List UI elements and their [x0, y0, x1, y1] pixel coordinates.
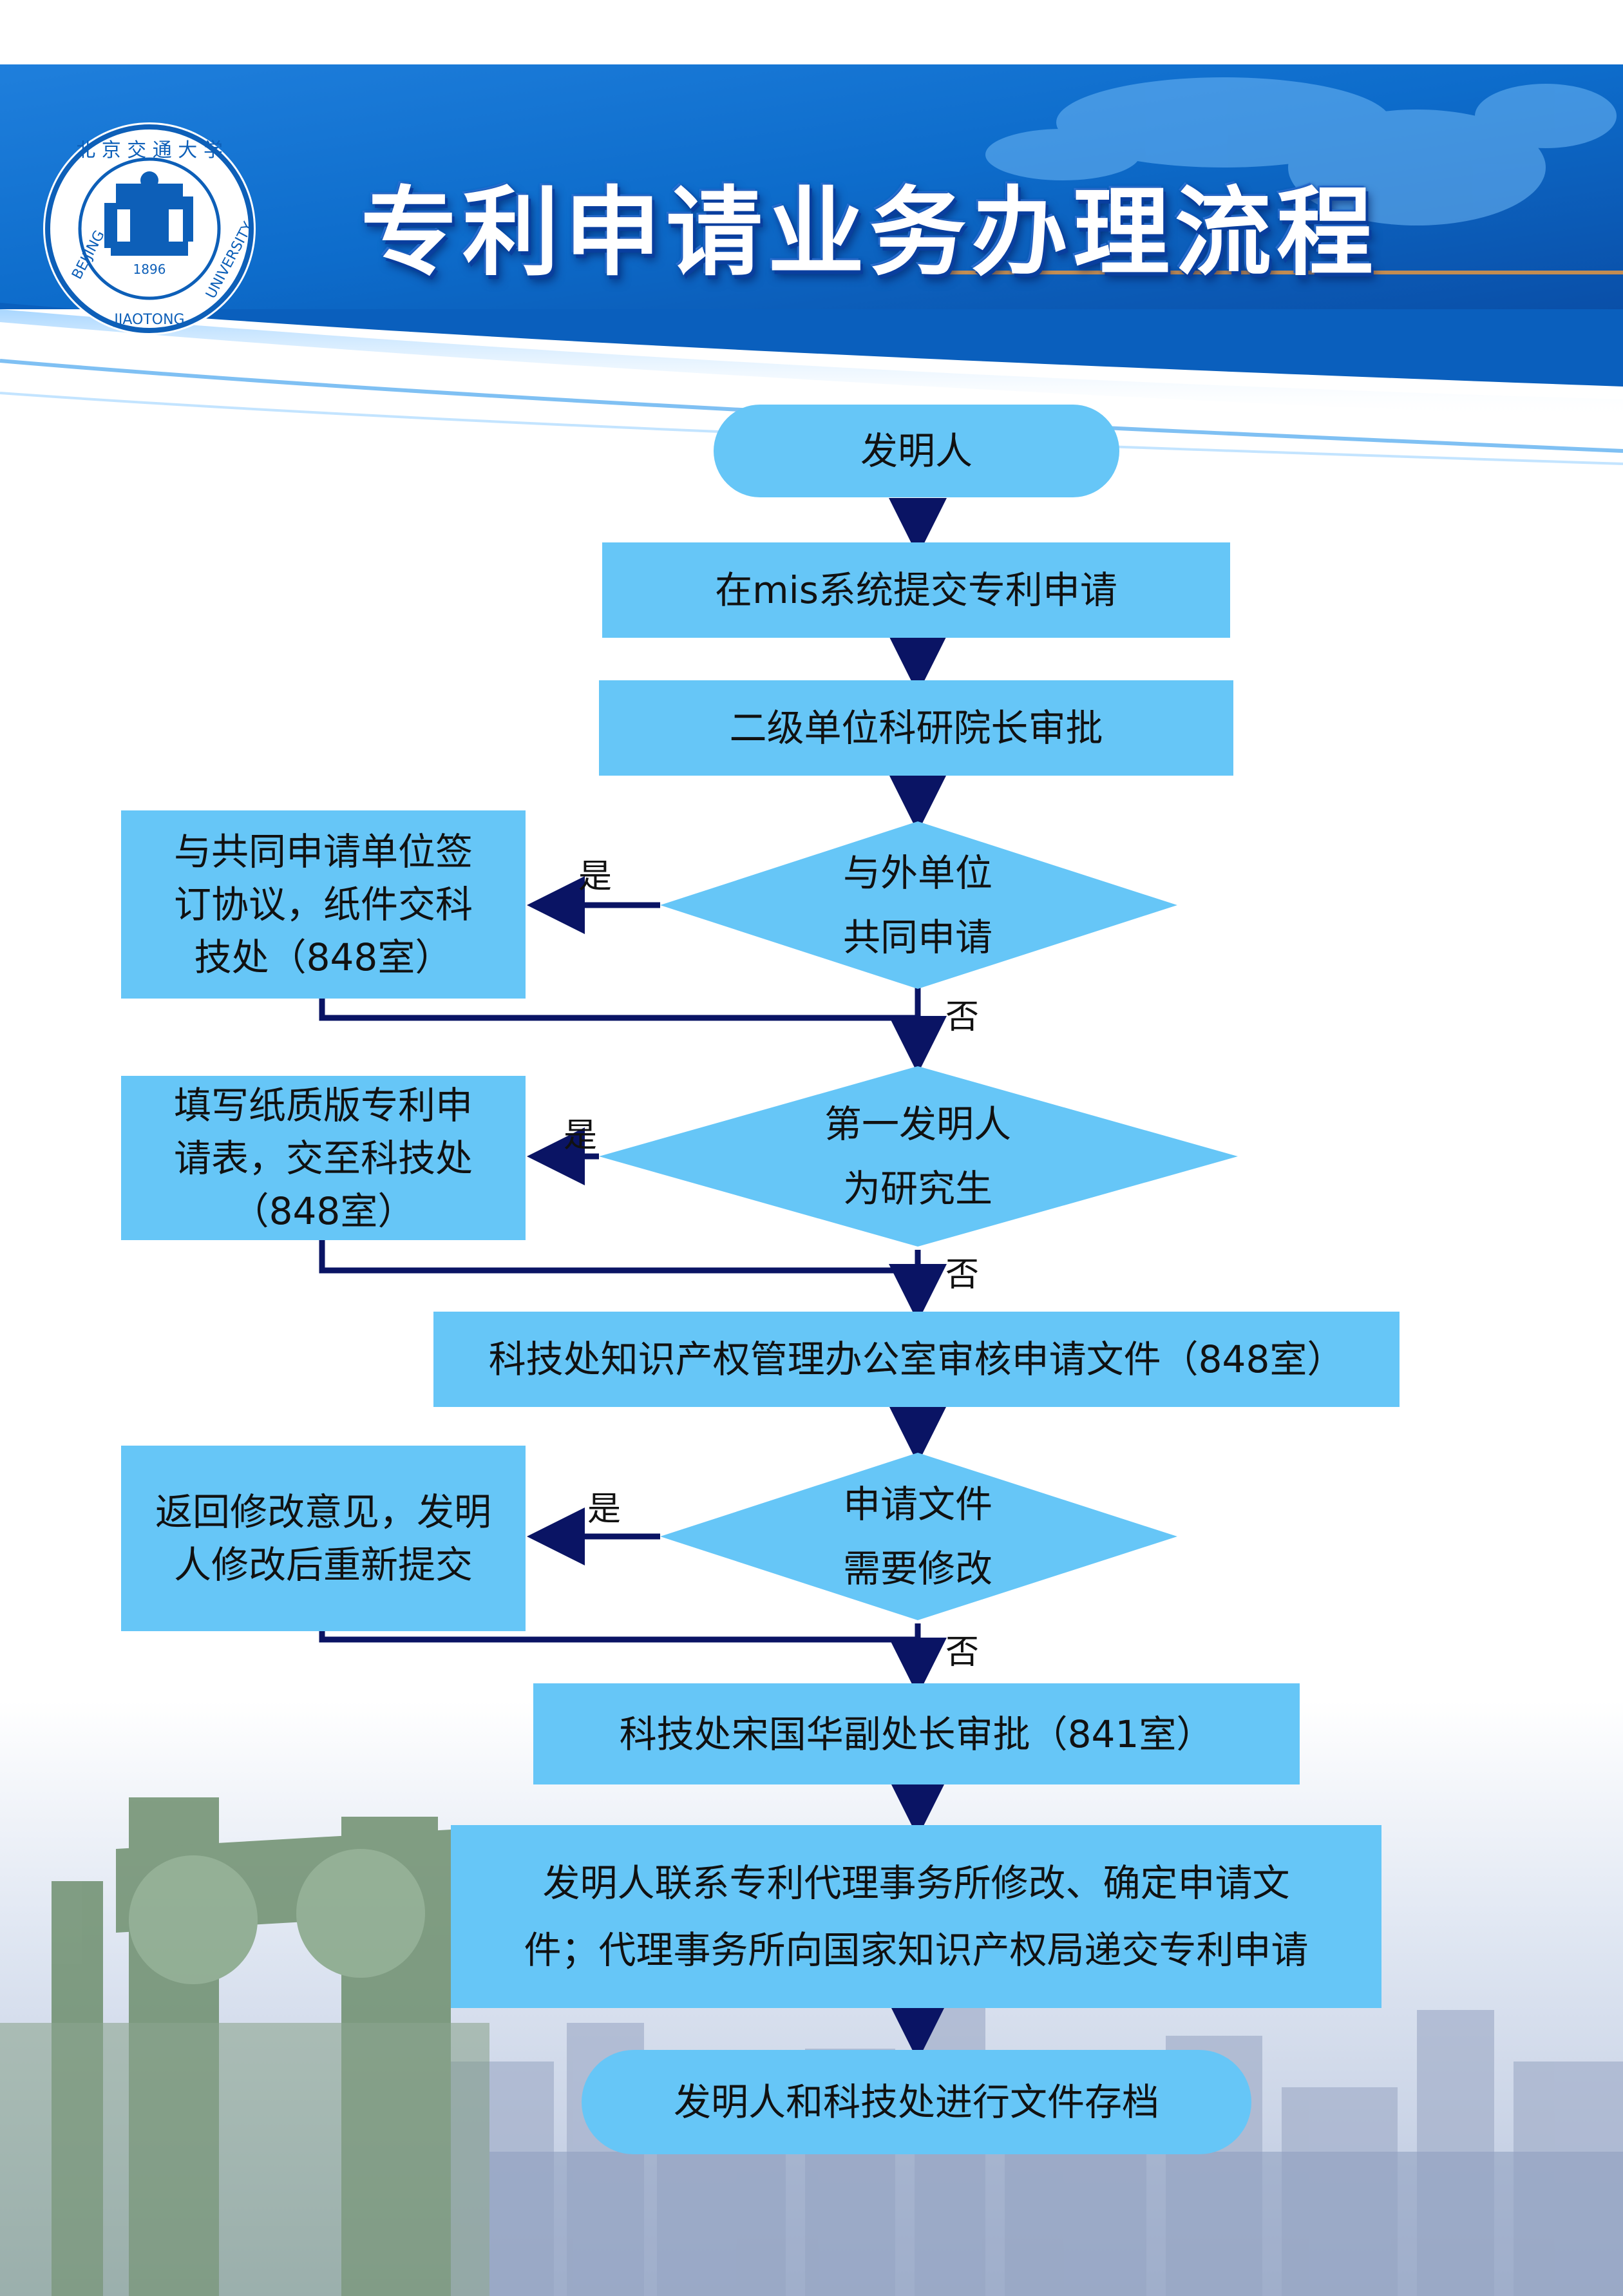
decision-diamond-revise	[660, 1453, 1177, 1620]
campus-gate-icon	[0, 1797, 489, 2296]
node-revise-action: 返回修改意见，发明 人修改后重新提交	[121, 1446, 526, 1631]
node-archive: 发明人和科技处进行文件存档	[582, 2050, 1251, 2154]
return-line-grad	[319, 1240, 918, 1274]
return-line-revise	[319, 1631, 918, 1643]
logo-mid-text: JIAOTONG	[113, 312, 184, 328]
university-logo: 北 京 交 通 大 学 BEIJING JIAOTONG UNIVERSITY …	[43, 122, 257, 335]
decision-grad-text: 第一发明人 为研究生	[824, 1102, 1011, 1210]
node-submit-mis: 在mis系统提交专利申请	[602, 542, 1230, 638]
return-line-joint	[319, 999, 918, 1021]
logo-year: 1896	[133, 262, 166, 277]
page-title: 专利申请业务办理流程	[361, 177, 1379, 289]
decision-revise-text: 申请文件 需要修改	[842, 1482, 992, 1591]
decision-diamond-joint	[660, 821, 1177, 989]
decision-diamond-grad	[599, 1066, 1238, 1247]
node-director-approve: 科技处宋国华副处长审批（841室）	[533, 1683, 1300, 1784]
decision-joint-text: 与外单位 共同申请	[842, 851, 992, 959]
node-joint-action: 与共同申请单位签 订协议，纸件交科 技处（848室）	[121, 810, 526, 999]
label-no-joint: 否	[945, 999, 980, 1036]
node-dean-approve: 二级单位科研院长审批	[599, 680, 1233, 776]
anvil-emblem-icon	[104, 171, 193, 256]
bottom-scenery	[0, 1701, 1623, 2296]
label-yes-grad: 是	[564, 1118, 598, 1154]
label-no-grad: 否	[945, 1257, 980, 1294]
node-grad-action: 填写纸质版专利申 请表，交至科技处 （848室）	[121, 1076, 526, 1240]
label-no-revise: 否	[945, 1634, 980, 1671]
node-agency: 发明人联系专利代理事务所修改、确定申请文 件；代理事务所向国家知识产权局递交专利…	[451, 1825, 1381, 2008]
label-yes-joint: 是	[578, 859, 612, 895]
node-start: 发明人	[714, 405, 1119, 497]
label-yes-revise: 是	[587, 1491, 622, 1528]
logo-top-text: 北 京 交 通 大 学	[76, 139, 223, 162]
node-ip-review: 科技处知识产权管理办公室审核申请文件（848室）	[433, 1312, 1400, 1407]
